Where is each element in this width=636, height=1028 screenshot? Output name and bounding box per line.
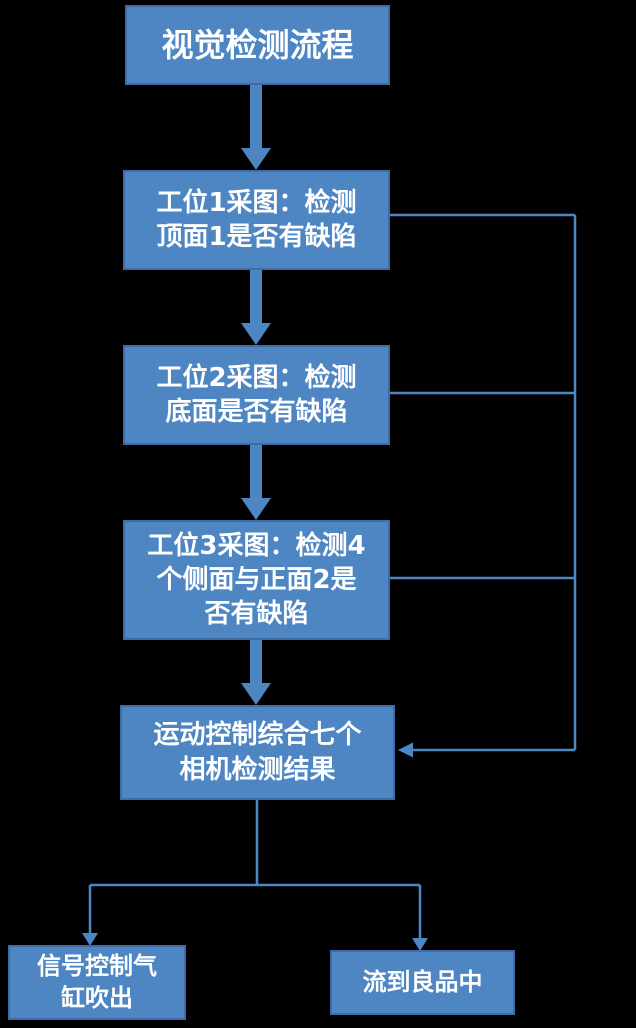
arrow-station2-to-station3 (241, 445, 271, 520)
node-station1-capture: 工位1采图：检测 顶面1是否有缺陷 (123, 170, 390, 270)
node-reject-blowout: 信号控制气 缸吹出 (8, 945, 186, 1020)
arrow-station1-to-station2 (241, 270, 271, 345)
node-station3-capture: 工位3采图：检测4 个侧面与正面2是 否有缺陷 (123, 520, 390, 640)
node-pass-good: 流到良品中 (330, 950, 515, 1015)
node-station2-capture: 工位2采图：检测 底面是否有缺陷 (123, 345, 390, 445)
node-process-title: 视觉检测流程 (125, 5, 390, 85)
node-motion-control: 运动控制综合七个 相机检测结果 (120, 705, 395, 800)
arrow-title-to-station1 (241, 85, 271, 170)
arrow-station3-to-motion (241, 640, 271, 705)
arrowhead-into-motion (398, 742, 413, 758)
